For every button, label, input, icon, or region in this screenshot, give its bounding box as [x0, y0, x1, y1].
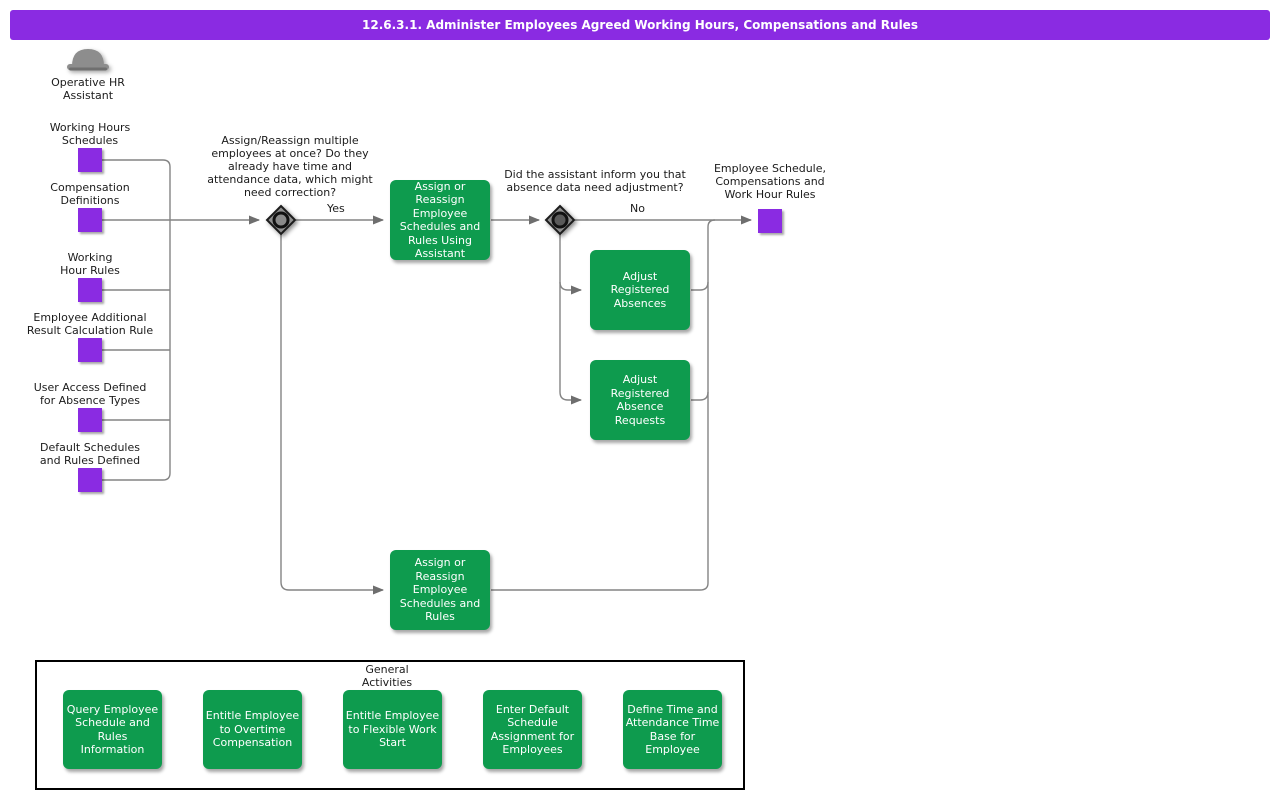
task-entitle-overtime-compensation[interactable]: Entitle Employee to Overtime Compensatio…: [203, 690, 302, 769]
task-assign-reassign-using-assistant[interactable]: Assign or Reassign Employee Schedules an…: [390, 180, 490, 260]
task-label: Enter Default Schedule Assignment for Em…: [490, 702, 575, 757]
decision-gateway-1: [265, 204, 297, 236]
page-title: 12.6.3.1. Administer Employees Agreed Wo…: [362, 18, 918, 32]
data-object-default-schedules[interactable]: [78, 468, 102, 492]
data-object-output-employee-schedule[interactable]: [758, 209, 782, 233]
input-label-default-schedules: Default Schedules and Rules Defined: [39, 441, 141, 467]
bowler-hat-icon: [67, 49, 109, 71]
data-object-working-hours-schedules[interactable]: [78, 148, 102, 172]
input-label-user-access-absence-types: User Access Defined for Absence Types: [33, 381, 147, 407]
task-label: Define Time and Attendance Time Base for…: [625, 702, 720, 757]
data-object-employee-additional-result[interactable]: [78, 338, 102, 362]
edge-label-no: No: [630, 202, 645, 215]
input-label-employee-additional-result: Employee Additional Result Calculation R…: [26, 311, 154, 337]
task-assign-reassign-manual[interactable]: Assign or Reassign Employee Schedules an…: [390, 550, 490, 630]
task-label: Entitle Employee to Overtime Compensatio…: [205, 709, 300, 750]
output-label: Employee Schedule, Compensations and Wor…: [713, 162, 827, 201]
decision-2-question: Did the assistant inform you that absenc…: [504, 168, 686, 194]
task-label: Adjust Registered Absences: [610, 269, 670, 310]
task-query-employee-schedule[interactable]: Query Employee Schedule and Rules Inform…: [63, 690, 162, 769]
decision-gateway-2: [544, 204, 576, 236]
general-activities-title: General Activities: [361, 663, 413, 689]
flow-lines: [102, 159, 753, 595]
task-label: Assign or Reassign Employee Schedules an…: [399, 179, 481, 261]
task-entitle-flexible-work-start[interactable]: Entitle Employee to Flexible Work Start: [343, 690, 442, 769]
task-label: Assign or Reassign Employee Schedules an…: [399, 556, 481, 624]
task-adjust-registered-absence-requests[interactable]: Adjust Registered Absence Requests: [590, 360, 690, 440]
general-activities-frame: General Activities Query Employee Schedu…: [35, 660, 745, 790]
task-label: Entitle Employee to Flexible Work Start: [345, 709, 440, 750]
data-object-working-hour-rules[interactable]: [78, 278, 102, 302]
task-label: Adjust Registered Absence Requests: [610, 373, 670, 427]
decision-1-question: Assign/Reassign multiple employees at on…: [207, 134, 373, 199]
input-label-working-hour-rules: Working Hour Rules: [60, 251, 120, 277]
actor-label: Operative HR Assistant: [51, 76, 125, 102]
task-adjust-registered-absences[interactable]: Adjust Registered Absences: [590, 250, 690, 330]
input-label-compensation-definitions: Compensation Definitions: [50, 181, 130, 207]
data-object-user-access-absence-types[interactable]: [78, 408, 102, 432]
input-label-working-hours-schedules: Working Hours Schedules: [49, 121, 131, 147]
edge-label-yes: Yes: [327, 202, 345, 215]
diagram-title-bar: 12.6.3.1. Administer Employees Agreed Wo…: [10, 10, 1270, 40]
task-define-time-attendance-base[interactable]: Define Time and Attendance Time Base for…: [623, 690, 722, 769]
data-object-compensation-definitions[interactable]: [78, 208, 102, 232]
task-label: Query Employee Schedule and Rules Inform…: [66, 702, 159, 757]
task-enter-default-schedule-assignment[interactable]: Enter Default Schedule Assignment for Em…: [483, 690, 582, 769]
